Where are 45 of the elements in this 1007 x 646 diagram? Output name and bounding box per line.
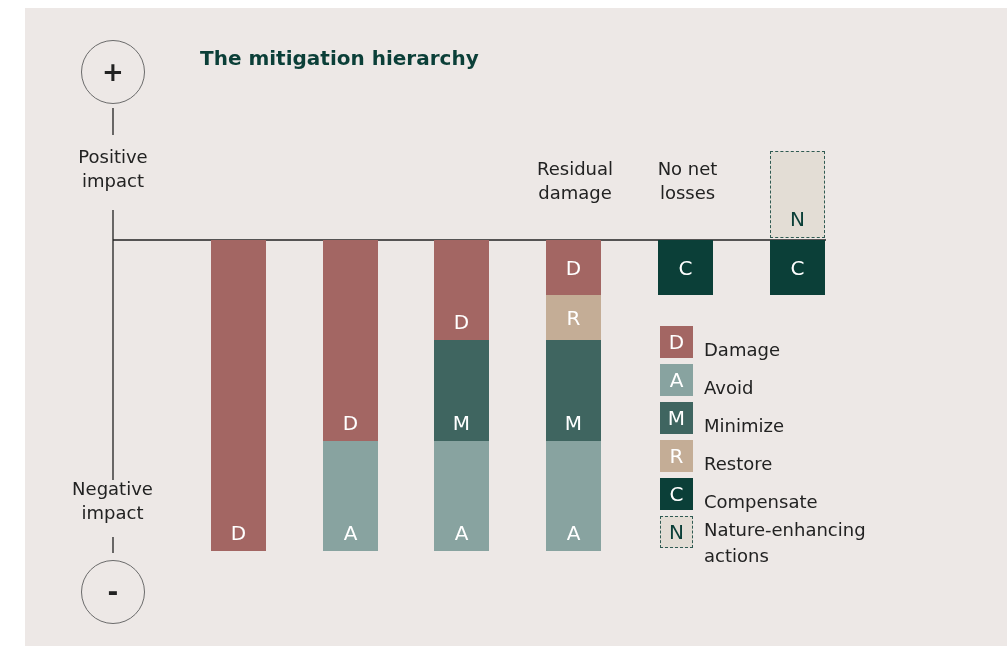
bar-segment	[434, 441, 489, 551]
segment-letter: C	[678, 255, 693, 280]
axis-label: Positive impact	[77, 145, 149, 193]
legend-swatch: N	[660, 516, 693, 548]
segment-letter: -	[107, 577, 119, 607]
segment-letter: M	[452, 411, 471, 435]
segment-letter: C	[790, 255, 805, 280]
legend-swatch: R	[660, 440, 693, 472]
legend-label: Avoid	[704, 376, 755, 400]
segment-letter: D	[565, 255, 582, 280]
legend-swatch: A	[660, 364, 693, 396]
segment-letter: A	[566, 521, 581, 545]
legend-swatch: M	[660, 402, 693, 434]
title: The mitigation hierarchy	[200, 46, 480, 70]
legend-label: Minimize	[704, 414, 785, 438]
axis-label: No net losses	[656, 157, 719, 205]
segment-letter: D	[342, 411, 359, 435]
segment-letter: N	[790, 207, 805, 231]
segment-letter: D	[453, 310, 470, 334]
segment-letter: D	[230, 521, 247, 545]
segment-letter: +	[102, 57, 124, 87]
legend-swatch: D	[660, 326, 693, 358]
bar-segment	[323, 240, 378, 441]
segment-letter: A	[454, 521, 469, 545]
legend-label: Restore	[704, 452, 774, 476]
bar-segment	[546, 441, 601, 551]
legend-label: Damage	[704, 338, 781, 362]
bar-segment	[211, 240, 266, 551]
bar-segment	[434, 340, 489, 441]
bar-segment	[323, 441, 378, 551]
bar-segment	[770, 151, 825, 238]
axis-label: Negative impact	[71, 477, 154, 525]
segment-letter: A	[343, 521, 358, 545]
segment-letter: R	[566, 305, 581, 330]
legend-label: Compensate	[704, 490, 819, 514]
axis-label: Residual damage	[536, 157, 614, 205]
segment-letter: M	[564, 411, 583, 435]
bar-segment	[770, 240, 825, 295]
bar-segment	[434, 240, 489, 340]
bar-segment	[546, 340, 601, 441]
bar-segment	[546, 240, 601, 295]
bar-segment	[658, 240, 713, 295]
legend-label: Nature-enhancing actions	[704, 518, 867, 568]
bar-segment	[546, 295, 601, 340]
legend-swatch: C	[660, 478, 693, 510]
